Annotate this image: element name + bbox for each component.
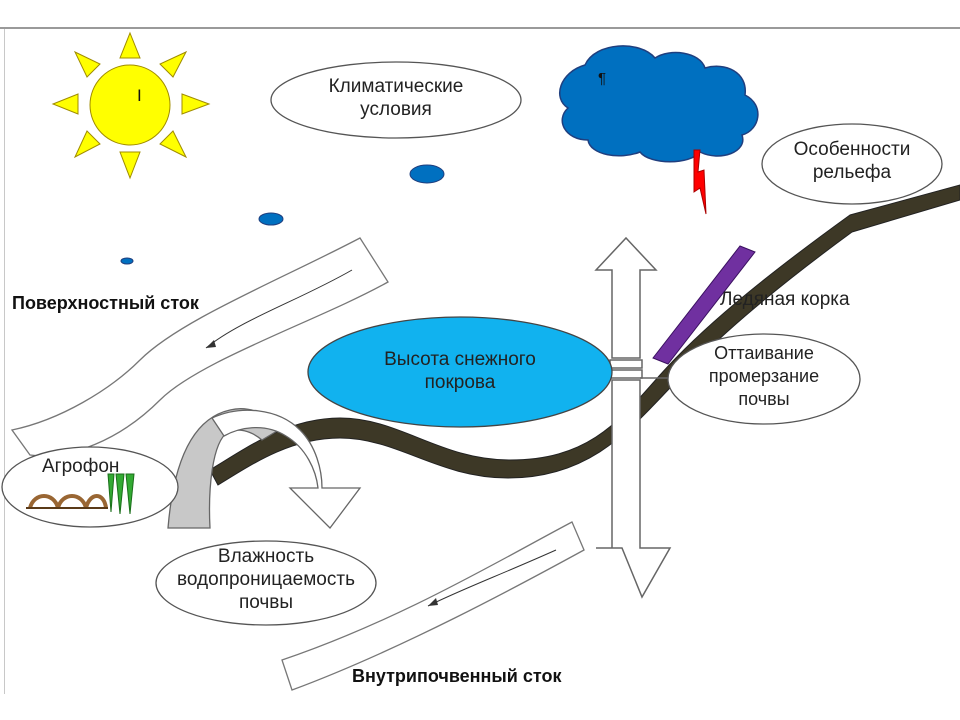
sun-icon bbox=[51, 31, 211, 180]
lightning-icon bbox=[693, 149, 707, 215]
vertical-double-arrow bbox=[594, 236, 676, 599]
curved-arrow bbox=[167, 408, 362, 529]
surface-runoff-band bbox=[10, 237, 389, 457]
thaw-ellipse bbox=[667, 333, 861, 425]
raindrop-small bbox=[120, 257, 134, 265]
frame-top-border bbox=[0, 27, 960, 29]
sun-mark: I bbox=[137, 86, 142, 105]
ice-crust-label: Ледяная корка bbox=[720, 289, 850, 310]
ice-crust-band bbox=[652, 245, 756, 365]
surface-runoff-label: Поверхностный сток bbox=[12, 293, 199, 313]
raindrop-large bbox=[409, 164, 445, 184]
raindrop-medium bbox=[258, 212, 284, 226]
crop-spikes-icon bbox=[107, 473, 135, 515]
subsurface-runoff-label: Внутрипочвенный сток bbox=[352, 666, 562, 686]
moisture-ellipse bbox=[155, 540, 377, 626]
cloud-mark: ¶ bbox=[598, 70, 607, 87]
subsurface-runoff-band bbox=[281, 521, 585, 691]
frame-left-border bbox=[4, 29, 5, 694]
snow-depth-ellipse bbox=[307, 316, 613, 428]
plough-furrows-icon bbox=[26, 494, 108, 509]
cloud-icon bbox=[558, 45, 759, 163]
climate-ellipse bbox=[270, 61, 522, 139]
relief-ellipse bbox=[761, 123, 943, 205]
raindrop-icons bbox=[120, 164, 445, 265]
ground-line bbox=[209, 184, 960, 486]
agrofon-label: Агрофон bbox=[42, 456, 120, 477]
